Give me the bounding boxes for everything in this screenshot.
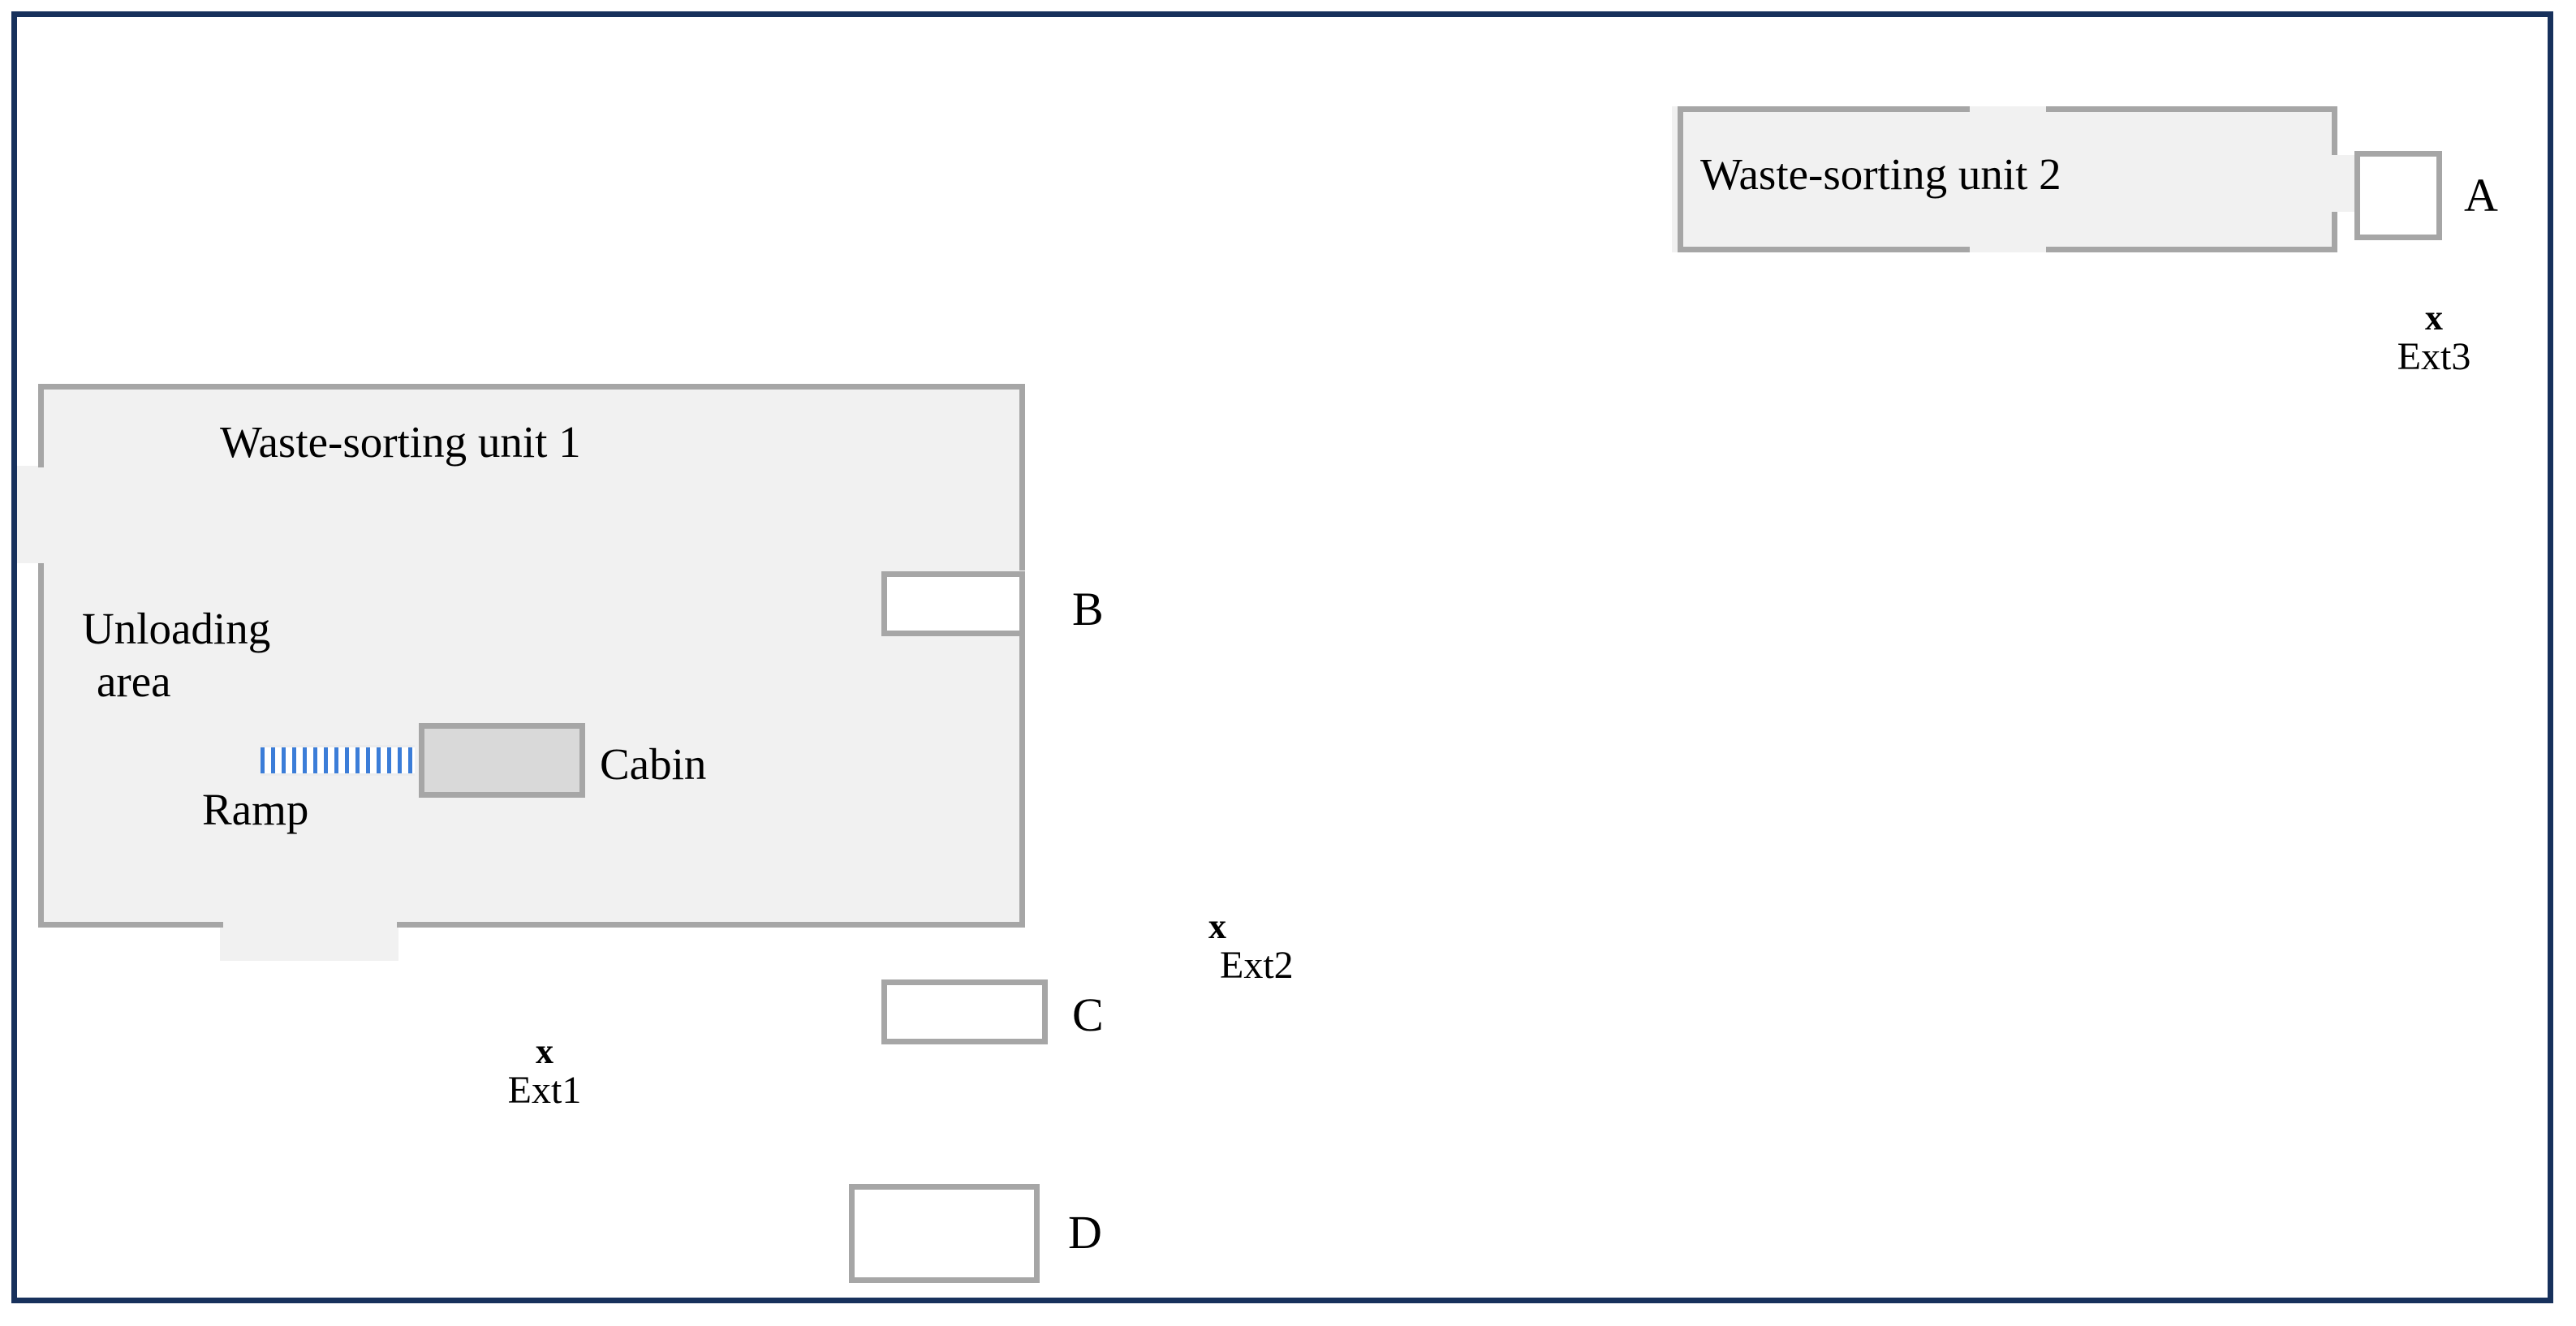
cabin-box: [419, 723, 585, 798]
ext3-marker-x: x: [2425, 298, 2443, 338]
ext3-label: Ext3: [2397, 335, 2471, 379]
door-a-label: A: [2464, 169, 2498, 222]
unit1-wall-top: [38, 384, 1025, 390]
unit2-title: Waste-sorting unit 2: [1700, 149, 2061, 199]
unit2-wall-top-right: [2046, 106, 2337, 112]
unit2-wall-left: [1678, 106, 1683, 252]
unit1-left-door-gap-fill: [17, 466, 50, 563]
ext1-marker-x: x: [536, 1031, 554, 1071]
ext1-label: Ext1: [507, 1069, 582, 1113]
ramp-label: Ramp: [202, 785, 309, 834]
door-b-opening[interactable]: [881, 571, 1025, 636]
door-c-opening[interactable]: [881, 979, 1048, 1044]
door-d-label: D: [1068, 1206, 1102, 1259]
unit2-fill: [1672, 106, 2337, 252]
unit2-wall-right-lower: [2332, 212, 2337, 252]
unit1-title: Waste-sorting unit 1: [220, 417, 581, 467]
door-b-label: B: [1072, 583, 1104, 635]
unit1-wall-right-lower: [1019, 636, 1025, 928]
door-c-label: C: [1072, 988, 1104, 1041]
unit1-wall-left-lower: [38, 563, 44, 928]
unit2-wall-top-left: [1678, 106, 1970, 112]
cabin-label: Cabin: [600, 739, 707, 789]
unit1-bottom-door-gap-fill: [220, 922, 398, 961]
ext2-label: Ext2: [1220, 944, 1294, 988]
unit2-wall-bottom-left: [1678, 247, 1970, 252]
unit1-wall-bottom-left: [38, 922, 223, 928]
unit1-wall-right-upper: [1019, 384, 1025, 570]
unloading-area-label-line1: Unloading: [82, 604, 271, 653]
ramp-hatch: [261, 745, 415, 776]
ext2-marker-x: x: [1208, 906, 1226, 946]
unit2-wall-bottom-right: [2046, 247, 2337, 252]
door-d-opening[interactable]: [849, 1184, 1040, 1283]
extraction-point-ext1: x Ext1: [472, 1031, 618, 1113]
unit1-fill: [38, 384, 1025, 928]
figure-outer-frame: Waste-sorting unit 2 A x Ext3 Waste-sort…: [11, 11, 2553, 1303]
floor-plan-canvas: Waste-sorting unit 2 A x Ext3 Waste-sort…: [17, 17, 2548, 1298]
unit1-wall-left-upper: [38, 384, 44, 467]
unit1-wall-bottom-right: [397, 922, 1025, 928]
unloading-area-label-line2: area: [97, 657, 171, 706]
door-a-opening[interactable]: [2354, 151, 2442, 240]
extraction-point-ext2: x Ext2: [1208, 906, 1294, 988]
extraction-point-ext3: x Ext3: [2361, 299, 2507, 378]
unit2-wall-right-upper: [2332, 106, 2337, 155]
